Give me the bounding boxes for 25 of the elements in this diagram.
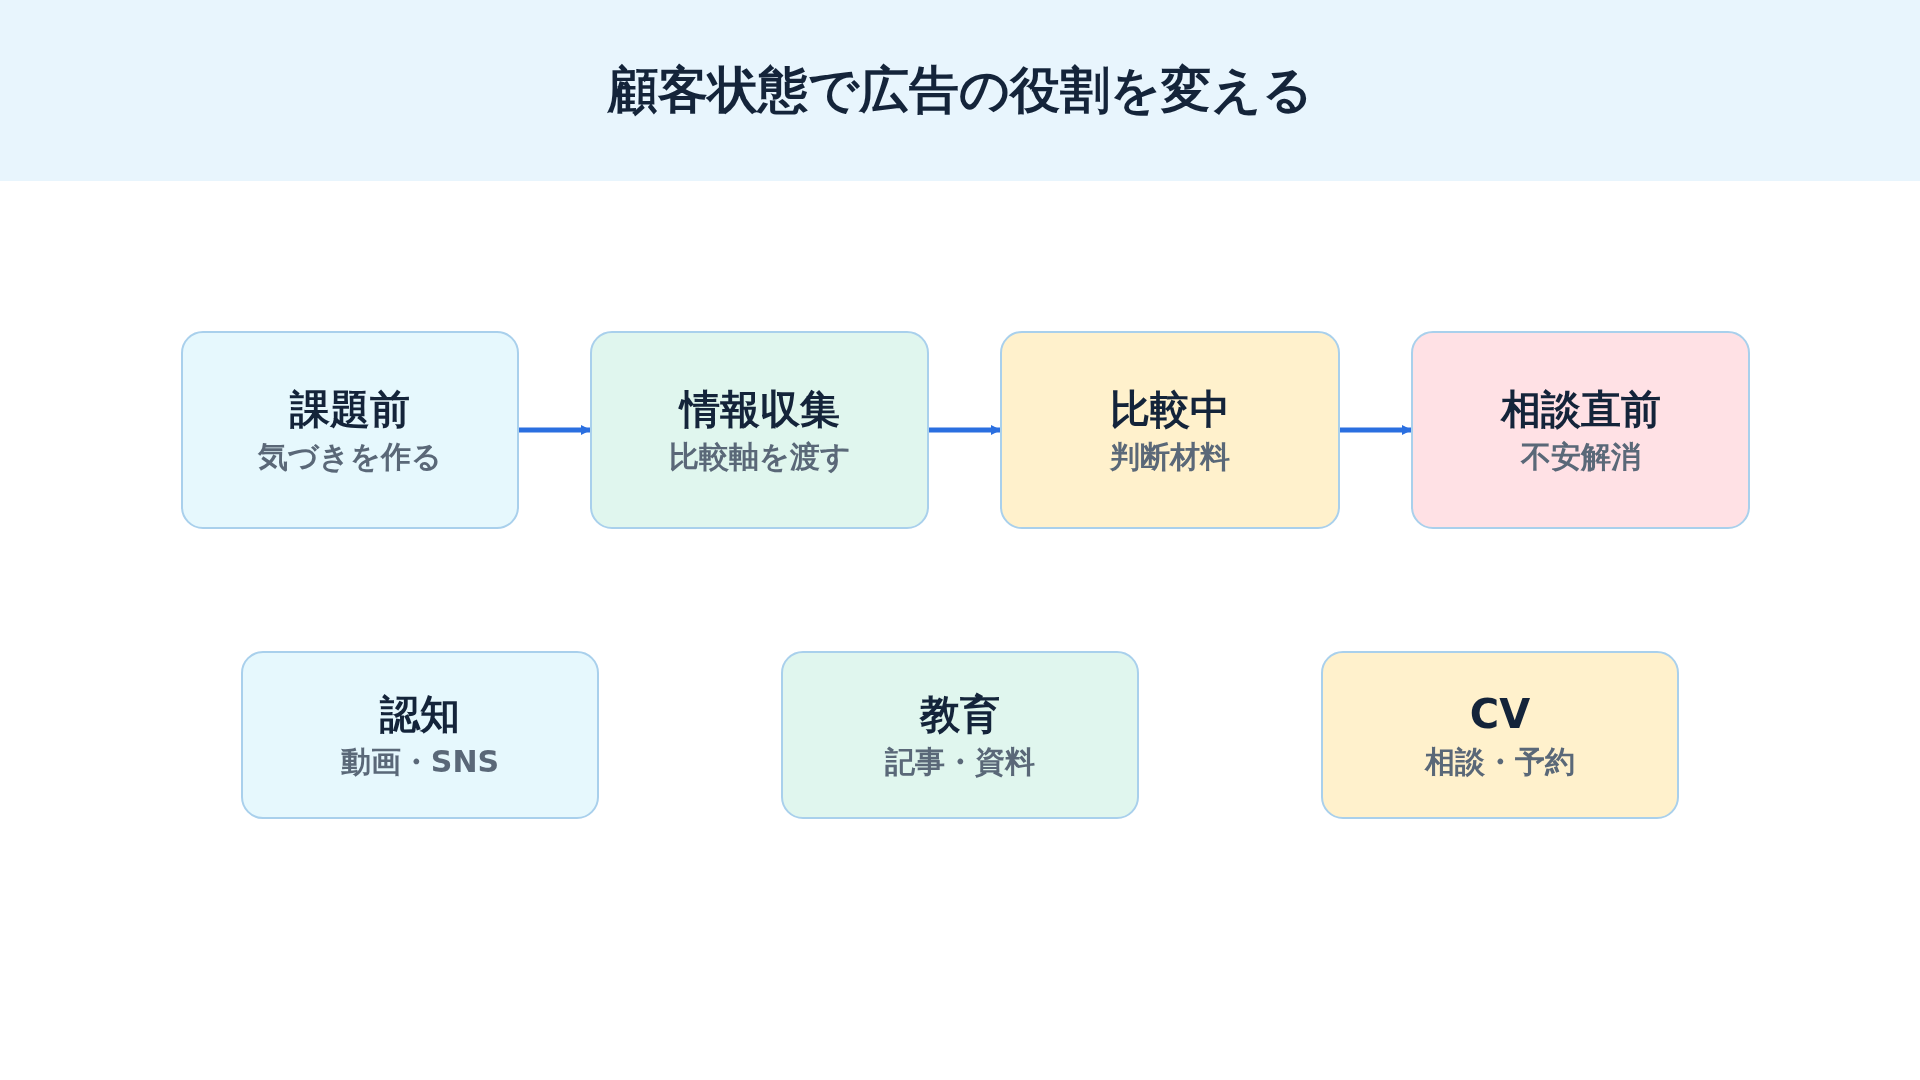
stage-box [590, 331, 929, 529]
stage-subtext: 記事・資料 [885, 743, 1035, 781]
stage-subtext: 動画・SNS [340, 743, 500, 781]
stage-box [781, 651, 1139, 819]
arrow [1340, 425, 1412, 435]
stage-heading: CV [1469, 690, 1531, 740]
stage-heading: 情報収集 [679, 385, 840, 435]
stage-box [1000, 331, 1340, 529]
stage-box [241, 651, 599, 819]
stage-subtext: 比較軸を渡す [668, 438, 851, 476]
stage-heading: 比較中 [1110, 385, 1230, 435]
stage-box [181, 331, 519, 529]
stage-subtext: 判断材料 [1110, 438, 1230, 476]
stage-heading: 相談直前 [1500, 385, 1661, 435]
stage-box [1321, 651, 1679, 819]
stage-box [1411, 331, 1750, 529]
stage-subtext: 相談・予約 [1425, 743, 1575, 781]
title: 顧客状態で広告の役割を変える [607, 60, 1313, 121]
stage-subtext: 不安解消 [1520, 438, 1641, 476]
stage-subtext: 気づきを作る [258, 438, 442, 476]
stage-heading: 課題前 [290, 385, 410, 435]
stage-heading: 教育 [920, 690, 1000, 740]
stage-heading: 認知 [380, 690, 460, 740]
arrow [929, 425, 1001, 435]
arrow [519, 425, 591, 435]
